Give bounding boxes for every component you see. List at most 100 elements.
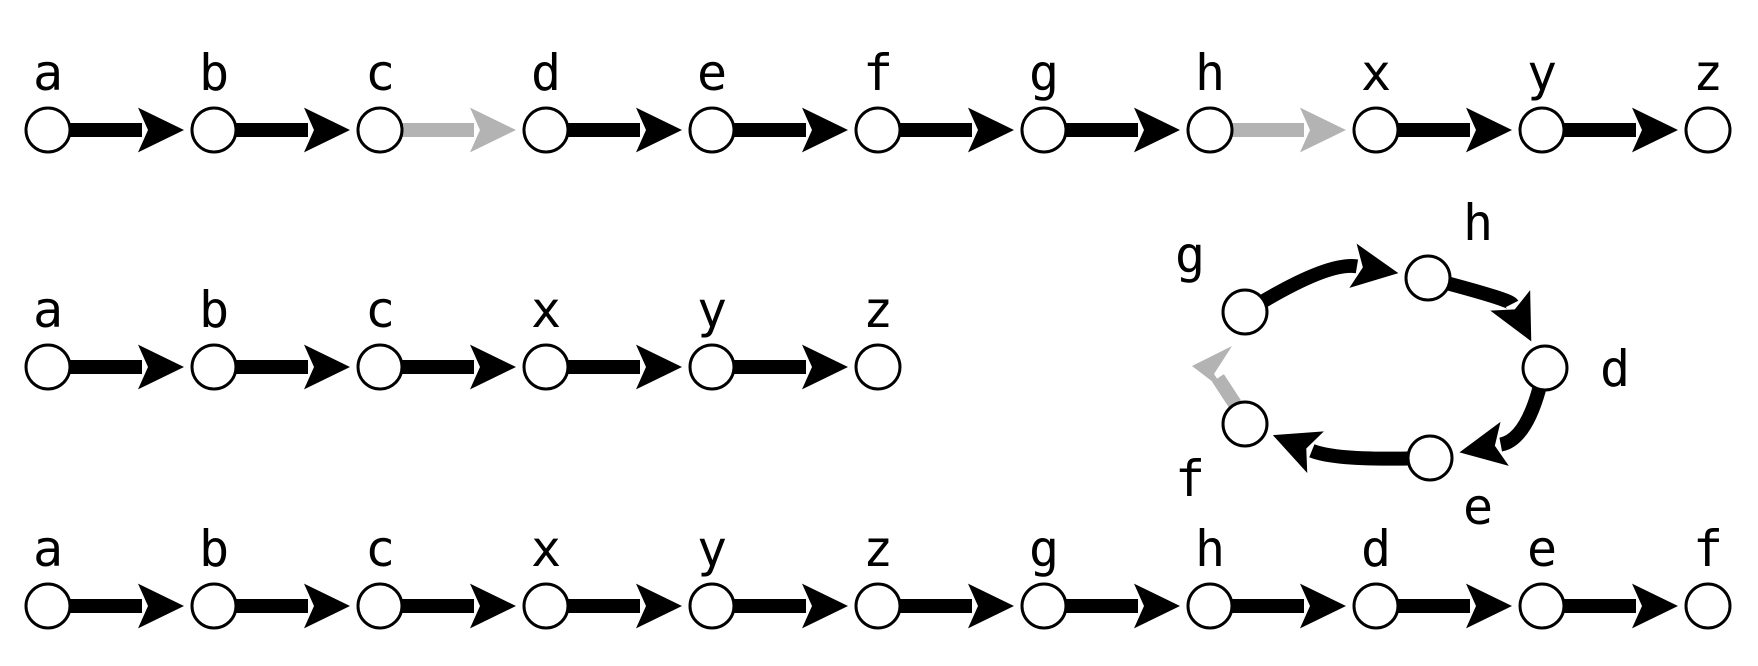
edge-g-h	[1066, 583, 1180, 629]
node-h	[1186, 106, 1234, 154]
node-z	[1684, 106, 1732, 154]
edge-a-b	[70, 344, 184, 390]
node-c	[356, 106, 404, 154]
cycle-node-h	[1404, 254, 1452, 302]
node-b	[190, 582, 238, 630]
cycle-node-label-g: g	[1175, 226, 1205, 284]
arrowhead	[1134, 107, 1180, 153]
edge-c-x	[402, 583, 516, 629]
arrowhead	[636, 107, 682, 153]
node-b	[190, 106, 238, 154]
node-x	[522, 343, 570, 391]
node-label-e: e	[697, 44, 727, 102]
cycle-node-d	[1521, 344, 1569, 392]
edge-h-d	[1232, 583, 1346, 629]
edge-line	[1212, 374, 1241, 408]
cycle-node-f	[1221, 400, 1269, 448]
arrowhead	[1300, 107, 1346, 153]
node-a	[24, 106, 72, 154]
edge-line	[1498, 387, 1546, 452]
arrowhead	[1490, 290, 1532, 342]
cycle-node-g	[1221, 288, 1269, 336]
node-h	[1186, 582, 1234, 630]
node-label-a: a	[33, 520, 63, 578]
node-g	[1020, 582, 1068, 630]
cycle-node-e	[1406, 434, 1454, 482]
arrowhead	[1632, 107, 1678, 153]
edge-e-f	[1564, 583, 1678, 629]
node-z	[854, 343, 902, 391]
node-label-z: z	[863, 520, 893, 578]
highlighted-edge-f-g	[1192, 346, 1241, 408]
node-label-y: y	[1527, 44, 1557, 102]
arrowhead	[470, 583, 516, 629]
arrowhead	[1466, 583, 1512, 629]
edge-g-h	[1260, 243, 1399, 307]
arrowhead	[1134, 583, 1180, 629]
arrowhead	[1632, 583, 1678, 629]
node-z	[854, 582, 902, 630]
edge-y-z	[734, 583, 848, 629]
arrowhead	[138, 583, 184, 629]
node-c	[356, 343, 404, 391]
arrowhead	[968, 107, 1014, 153]
node-label-b: b	[199, 520, 229, 578]
highlighted-edge-c-d	[402, 107, 516, 153]
node-f	[854, 106, 902, 154]
node-g	[1020, 106, 1068, 154]
edge-y-z	[734, 344, 848, 390]
node-y	[1518, 106, 1566, 154]
arrowhead	[802, 344, 848, 390]
node-label-c: c	[365, 44, 395, 102]
edge-d-e	[1398, 583, 1512, 629]
edge-z-g	[900, 583, 1014, 629]
node-label-d: d	[531, 44, 561, 102]
arrowhead	[470, 344, 516, 390]
node-label-b: b	[199, 44, 229, 102]
edge-c-x	[402, 344, 516, 390]
arrowhead	[1466, 107, 1512, 153]
edge-b-c	[236, 583, 350, 629]
highlighted-edge-h-x	[1232, 107, 1346, 153]
edge-x-y	[568, 344, 682, 390]
node-label-h: h	[1195, 520, 1225, 578]
edge-a-b	[70, 107, 184, 153]
node-y	[688, 582, 736, 630]
node-label-c: c	[365, 520, 395, 578]
edge-b-c	[236, 344, 350, 390]
arrowhead	[1192, 346, 1232, 392]
node-label-g: g	[1029, 520, 1059, 578]
edge-y-z	[1564, 107, 1678, 153]
arrowhead	[138, 344, 184, 390]
node-label-x: x	[531, 520, 561, 578]
node-label-a: a	[33, 281, 63, 339]
node-label-a: a	[33, 44, 63, 102]
arrowhead	[1349, 243, 1399, 288]
arrowhead	[1300, 583, 1346, 629]
node-label-y: y	[697, 281, 727, 339]
cycle-node-label-f: f	[1175, 450, 1205, 508]
node-label-z: z	[863, 281, 893, 339]
node-b	[190, 343, 238, 391]
edge-line	[1447, 276, 1519, 310]
node-label-b: b	[199, 281, 229, 339]
arrowhead	[968, 583, 1014, 629]
cycle-node-label-e: e	[1463, 478, 1493, 536]
edge-b-c	[236, 107, 350, 153]
edge-x-y	[568, 583, 682, 629]
edge-d-e	[568, 107, 682, 153]
edge-line	[1309, 444, 1409, 466]
cycle-node-label-h: h	[1463, 194, 1493, 252]
node-e	[688, 106, 736, 154]
node-a	[24, 582, 72, 630]
node-label-f: f	[1693, 520, 1723, 578]
arrowhead	[636, 344, 682, 390]
node-label-g: g	[1029, 44, 1059, 102]
arrowhead	[304, 344, 350, 390]
arrowhead	[304, 583, 350, 629]
